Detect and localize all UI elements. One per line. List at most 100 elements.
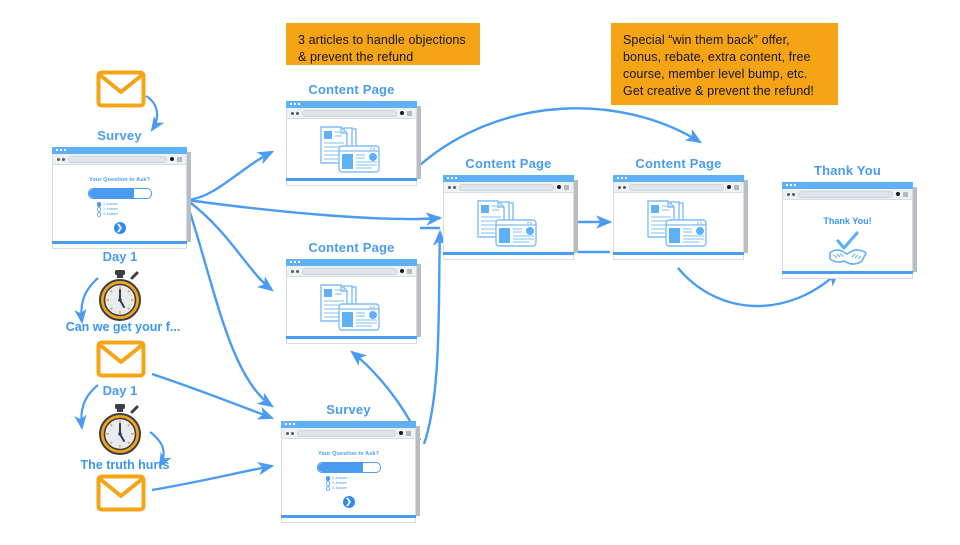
articles-icon [476,200,537,247]
node-title: Survey [97,128,142,143]
nav-buttons[interactable] [787,192,795,196]
node-baseline [286,178,417,181]
node-survey-bottom[interactable]: Survey Your Question to Ask? [281,402,420,523]
nav-buttons[interactable] [618,185,626,189]
survey-option[interactable]: 3. Answer [96,212,143,217]
menu-icon[interactable] [903,191,908,197]
window-shadow [416,426,420,516]
handshake-check-icon [828,231,867,265]
record-icon [399,431,403,435]
url-bar[interactable] [798,190,893,198]
envelope-icon [96,474,146,512]
toolbar-actions[interactable] [170,156,182,162]
survey-options[interactable]: 1. Answer 2. Answer 3. Answer [325,476,372,491]
menu-icon[interactable] [734,184,739,190]
articles-icon [319,126,380,173]
menu-icon[interactable] [564,184,569,190]
browser-window[interactable]: Thank You! [782,182,917,279]
node-title: Survey [326,402,371,417]
url-bar[interactable] [297,429,396,437]
menu-icon[interactable] [407,110,412,116]
survey-question: Your Question to Ask? [88,177,151,183]
window-dots [447,177,457,179]
toolbar-actions[interactable] [557,184,569,190]
survey-content: Your Question to Ask? 1. Answer 2. Answe… [282,451,415,545]
record-icon [727,185,731,189]
window-shadow [744,180,748,253]
window-dots [285,423,295,425]
survey-option[interactable]: 1. Answer [96,202,143,207]
node-thank-you[interactable]: Thank You Thank You! [782,163,917,279]
node-baseline [286,336,417,339]
window-shadow [417,264,421,337]
url-bar[interactable] [629,183,724,191]
url-bar[interactable] [302,267,397,275]
node-baseline [782,271,913,274]
browser-window[interactable] [286,259,421,344]
survey-question: Your Question to Ask? [317,451,380,457]
envelope-icon-2 [96,340,146,383]
label-day-1-first: Day 1 [102,249,138,264]
browser-window[interactable] [286,101,421,186]
survey-submit-button[interactable]: ❯ [113,222,126,234]
window-shadow [574,180,578,253]
browser-window[interactable] [613,175,748,260]
browser-window[interactable]: Your Question to Ask? 1. Answer 2. Answe… [52,147,191,249]
toolbar-actions[interactable] [400,110,412,116]
nav-buttons[interactable] [57,157,65,161]
url-bar[interactable] [68,155,167,163]
node-content-page-4[interactable]: Content Page [613,156,748,260]
record-icon [400,111,404,115]
browser-toolbar [614,182,743,193]
window-dots [290,103,300,105]
survey-option-label: 1. Answer [103,202,119,206]
browser-toolbar [282,428,415,439]
survey-option-label: 3. Answer [332,486,348,490]
menu-icon[interactable] [407,268,412,274]
survey-option[interactable]: 1. Answer [325,476,372,481]
arrow-survey-to-content3 [186,198,443,226]
menu-icon[interactable] [406,430,411,436]
browser-body: Your Question to Ask? 1. Answer 2. Answe… [281,428,416,523]
survey-option[interactable]: 2. Answer [96,207,143,212]
node-content-page-2[interactable]: Content Page [286,240,421,344]
node-content-page-1[interactable]: Content Page [286,82,421,186]
browser-titlebar [443,175,574,182]
callout-offer: Special “win them back” offer, bonus, re… [611,23,838,105]
record-icon [170,157,174,161]
stopwatch-icon-1 [92,268,148,329]
nav-buttons[interactable] [291,269,299,273]
browser-window[interactable]: Your Question to Ask? 1. Answer 2. Answe… [281,421,420,523]
node-content-page-3[interactable]: Content Page [443,156,578,260]
nav-buttons[interactable] [448,185,456,189]
survey-progress-bar [316,462,381,473]
toolbar-actions[interactable] [896,191,908,197]
toolbar-actions[interactable] [399,430,411,436]
node-baseline [613,252,744,255]
survey-option[interactable]: 2. Answer [325,481,372,486]
url-bar[interactable] [459,183,554,191]
survey-submit-button[interactable]: ❯ [342,496,355,508]
survey-options[interactable]: 1. Answer 2. Answer 3. Answer [96,202,143,217]
url-bar[interactable] [302,109,397,117]
browser-body [443,182,574,260]
envelope-icon [96,340,146,378]
node-survey-top[interactable]: Survey Your Question to Ask? [52,128,191,249]
nav-buttons[interactable] [291,111,299,115]
content-page-content [287,282,416,359]
stopwatch-icon [99,270,141,321]
survey-option[interactable]: 3. Answer [325,486,372,491]
toolbar-actions[interactable] [400,268,412,274]
menu-icon[interactable] [177,156,182,162]
toolbar-actions[interactable] [727,184,739,190]
browser-window[interactable] [443,175,578,260]
arrow-envelope2-to-stopwatch2 [74,384,99,431]
content-page-content [614,198,743,275]
arrow-stopwatch1-down [74,277,99,325]
node-title: Content Page [308,240,395,255]
browser-body: Thank You! [782,189,913,279]
browser-titlebar [52,147,187,154]
nav-buttons[interactable] [286,431,294,435]
